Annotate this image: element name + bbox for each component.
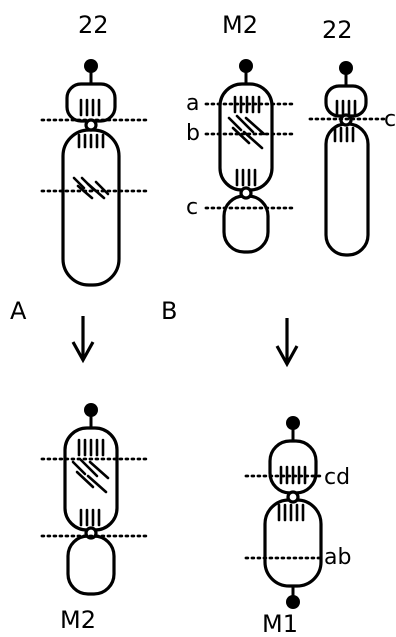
arrow-down-icon — [71, 316, 95, 364]
lower-arm — [222, 194, 270, 254]
label-m2-bottom: M2 — [60, 606, 96, 634]
label-22-left: 22 — [78, 11, 109, 39]
panel-label-a: A — [10, 297, 27, 325]
label-m1: M1 — [262, 610, 298, 637]
satellite-dot — [84, 403, 98, 417]
satellite-dot-top — [286, 416, 300, 430]
band-stripes — [277, 465, 307, 522]
marker-cd: cd — [324, 465, 350, 490]
chromosome-22-left — [61, 59, 121, 287]
satellite-dot — [239, 59, 253, 73]
centromere — [84, 526, 98, 540]
panel-label-b: B — [161, 297, 177, 325]
satellite-dot — [339, 61, 353, 75]
chromosome-m1 — [263, 416, 323, 609]
long-arm — [324, 122, 370, 257]
long-arm — [61, 128, 121, 287]
band-stripes — [77, 438, 105, 527]
arrow-down-icon — [275, 318, 299, 368]
centromere — [84, 118, 98, 132]
satellite-dot — [84, 59, 98, 73]
label-m2-top: M2 — [222, 11, 258, 39]
short-arm — [324, 84, 368, 118]
band-stripes — [77, 98, 105, 149]
satellite-dot-bottom — [286, 595, 300, 609]
label-22-right: 22 — [322, 16, 353, 44]
centromere — [239, 186, 253, 200]
chromosome-22-right — [324, 61, 370, 257]
marker-ab: ab — [324, 545, 351, 570]
chromosome-m2-top — [218, 59, 274, 254]
lower-arm — [66, 534, 116, 596]
hatched-segment — [71, 458, 110, 494]
marker-c: c — [186, 195, 198, 220]
chromosome-m2-bottom — [63, 403, 119, 596]
marker-c-right: c — [384, 107, 396, 132]
marker-a: a — [186, 91, 199, 116]
lower-arm — [263, 498, 323, 588]
short-arm — [65, 82, 117, 123]
band-stripes — [333, 99, 357, 143]
marker-b: b — [186, 121, 200, 146]
centromere — [286, 490, 300, 504]
